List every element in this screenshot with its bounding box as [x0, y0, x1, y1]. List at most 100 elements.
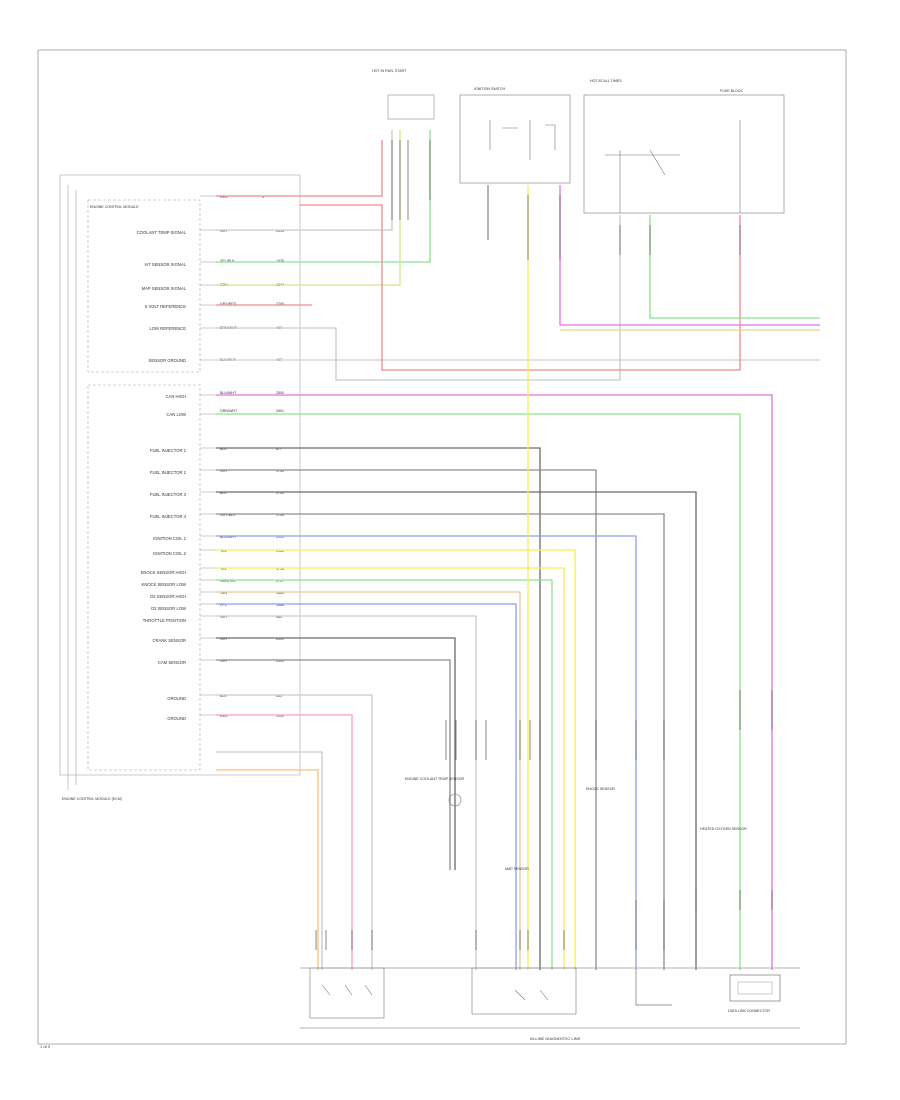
pin-circuit: 1745	[276, 491, 284, 495]
wire-orange	[216, 769, 319, 970]
pin-label: O2 SENSOR LOW	[151, 606, 186, 611]
pin-wire-color: GRY/RED	[220, 302, 237, 306]
left-module-outer	[59, 174, 301, 776]
pin-label: FUEL INJECTOR 2	[150, 470, 187, 475]
pin-wire-color: BLU/WHT	[220, 535, 237, 539]
left-module-upper	[87, 199, 201, 373]
pin-circuit: 1665	[276, 591, 284, 595]
pin-circuit: 2301	[276, 637, 284, 641]
pin-wire-color: PPL	[220, 603, 227, 607]
sensor-knock: KNOCK SENSOR	[586, 787, 615, 791]
wire-purple	[216, 603, 517, 970]
pin-label: LOW REFERENCE	[149, 326, 186, 331]
pin-wire-color: BLK	[220, 694, 227, 698]
pin-wire-color: GRN/WHT	[220, 409, 238, 413]
bottom-bus-label: IN-LINE DIAGNOSTIC LINK	[530, 1036, 581, 1041]
wire-yellow2	[216, 567, 565, 970]
sensor-map: MAP SENSOR	[505, 867, 529, 871]
wire-dark3	[216, 637, 456, 870]
wire-gray6	[216, 615, 477, 970]
pin-label: 5 VOLT REFERENCE	[145, 304, 186, 309]
wire-magenta	[216, 394, 773, 970]
top-component-label: HOT IN RUN, START	[372, 69, 407, 73]
pin-wire-color: GRN/YEL	[220, 579, 236, 583]
pin-circuit: 3	[262, 195, 264, 199]
wire-gray	[216, 130, 393, 231]
pin-circuit: 485	[276, 615, 282, 619]
wire-gray9	[216, 751, 323, 970]
pin-circuit: 2121	[276, 535, 284, 539]
wire-ground-return	[635, 970, 672, 1006]
pin-label: SENSOR GROUND	[149, 358, 186, 363]
left-module-footer: ENGINE CONTROL MODULE (ECM)	[62, 797, 122, 801]
pin-label: CAM SENSOR	[158, 660, 186, 665]
connector-marks	[315, 140, 773, 950]
bottom-component-label: DATA LINK CONNECTOR	[728, 1009, 770, 1013]
pin-circuit: 2500	[276, 391, 284, 395]
pin-wire-color: YEL	[220, 567, 227, 571]
pin-circuit: 2302	[276, 659, 284, 663]
wire-dark2	[216, 491, 697, 970]
pin-wire-color: GRY	[220, 229, 228, 233]
pin-label: IGNITION COIL 2	[153, 551, 187, 556]
pin-label: GROUND	[167, 716, 186, 721]
wire-gray8	[216, 694, 373, 970]
sensor-ect: ENGINE COOLANT TEMP SENSOR	[405, 777, 465, 807]
left-module-lower	[87, 384, 201, 771]
pin-circuit: 1717	[276, 579, 284, 583]
pin-circuit: 1350	[276, 714, 284, 718]
top-sensor-connector: HOT IN RUN, START	[372, 69, 435, 120]
data-link-connector: DATA LINK CONNECTOR	[728, 974, 781, 1013]
wires	[216, 130, 820, 970]
wire-green-long	[216, 413, 741, 970]
pin-label: MAP SENSOR SIGNAL	[142, 286, 187, 291]
pin-label: CRANK SENSOR	[152, 638, 186, 643]
pin-wire-color: GRY/BLK	[220, 513, 236, 517]
pin-wire-color: GRY	[220, 637, 228, 641]
ignition-switch-box: IGNITION SWITCH	[459, 87, 571, 184]
pin-wire-color: GRY	[220, 615, 228, 619]
wire-tan	[216, 591, 521, 970]
pin-circuit: 1936	[276, 259, 284, 263]
pin-circuit: 2501	[276, 409, 284, 413]
wire-gray4	[216, 469, 597, 970]
pin-label: CAN HIGH	[166, 394, 186, 399]
pin-wire-color: BLK	[220, 491, 227, 495]
pin-label: GROUND	[167, 696, 186, 701]
wire-dark	[216, 447, 541, 970]
pin-circuit: 877	[276, 447, 282, 451]
pin-wire-color: RED	[220, 714, 228, 718]
pin-wire-color: TAN	[220, 591, 227, 595]
wire-gray5	[216, 513, 665, 970]
pin-wire-color: BLK	[220, 447, 227, 451]
pin-wire-color: YEL	[220, 549, 227, 553]
splice-block	[471, 967, 577, 1015]
pin-label: KNOCK SENSOR HIGH	[141, 570, 186, 575]
left-pin-labels: COOLANT TEMP SIGNAL IAT SENSOR SIGNAL MA…	[137, 230, 187, 721]
top-component-label: IGNITION SWITCH	[474, 87, 506, 91]
pin-label: CAN LOW	[166, 412, 186, 417]
pin-stubs	[200, 195, 216, 716]
pin-label: THROTTLE POSITION	[143, 618, 186, 623]
pin-circuit: 1744	[276, 469, 284, 473]
pin-label: FUEL INJECTOR 3	[150, 492, 187, 497]
pin-wire-color: GRY	[220, 469, 228, 473]
pin-wire-color: GRY	[220, 659, 228, 663]
pin-label: FUEL INJECTOR 1	[150, 448, 187, 453]
wire-gray7	[216, 659, 451, 870]
pin-label: COOLANT TEMP SIGNAL	[137, 230, 187, 235]
pin-circuit: 451	[276, 694, 282, 698]
page-number: 1 of 3	[40, 1044, 51, 1049]
left-module-title: ENGINE CONTROL MODULE	[90, 205, 139, 209]
wire-dkgreen	[649, 215, 820, 319]
pin-wire-color: RED	[220, 195, 228, 199]
pin-circuit: 2122	[276, 549, 284, 553]
sensor-label: MAP SENSOR	[505, 867, 529, 871]
top-component-label: FUSE BLOCK	[720, 89, 743, 93]
wire-yellow1	[216, 549, 576, 970]
wire-magenta2	[559, 185, 820, 326]
pin-label: IAT SENSOR SIGNAL	[145, 262, 187, 267]
pin-wire-color: YEL/BLK	[220, 259, 235, 263]
sensor-ho2s: HEATED OXYGEN SENSOR	[700, 827, 747, 831]
